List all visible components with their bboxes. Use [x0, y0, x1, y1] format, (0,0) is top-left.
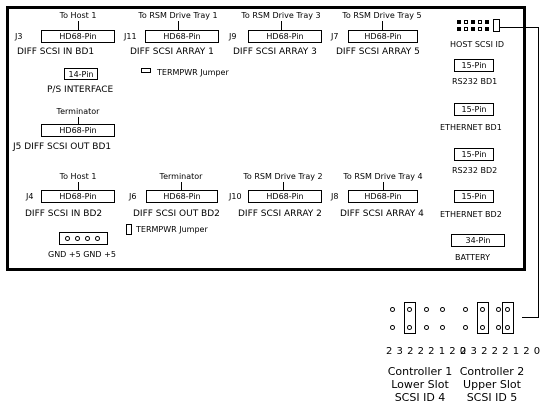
controller1-name: Controller 1 — [387, 365, 453, 378]
jack-label-j3: J3 — [15, 32, 23, 41]
controller2-scsi-id: SCSI ID 5 — [466, 391, 518, 404]
host-scsi-id-label: HOST SCSI ID — [450, 40, 504, 49]
connector-battery: 34-Pin — [451, 234, 505, 247]
dest-label-j7: To RSM Drive Tray 5 — [342, 11, 422, 20]
termpwr-jumper-bottom-label: TERMPWR Jumper — [136, 225, 208, 234]
ethernet-bd1-label: ETHERNET BD1 — [440, 123, 502, 132]
jack-label-j8: J8 — [331, 192, 339, 201]
connector-lead-j6 — [181, 182, 182, 190]
controller2-bit-labels: 2 3 2 2 2 1 2 0 — [460, 346, 541, 357]
connector-j8: HD68-Pin — [348, 190, 418, 203]
connector-j9: HD68-Pin — [248, 30, 322, 43]
dest-label-j8: To RSM Drive Tray 4 — [343, 172, 423, 181]
leader-line-bottom — [522, 317, 539, 318]
jack-label-j4: J4 — [26, 192, 34, 201]
connector-ethernet-bd1: 15-Pin — [454, 103, 494, 116]
connector-ps-interface: 14-Pin — [64, 68, 98, 80]
port-label-j5: J5 DIFF SCSI OUT BD1 — [13, 142, 112, 152]
connector-j3: HD68-Pin — [41, 30, 115, 43]
connector-lead-j11 — [178, 21, 179, 30]
port-label-j3: DIFF SCSI IN BD1 — [17, 47, 95, 57]
connector-lead-j5 — [78, 117, 79, 124]
dest-label-j9: To RSM Drive Tray 3 — [241, 11, 321, 20]
port-label-j6: DIFF SCSI OUT BD2 — [133, 209, 220, 219]
connector-lead-j4 — [78, 182, 79, 190]
battery-label: BATTERY — [455, 253, 490, 262]
rs232-bd2-label: RS232 BD2 — [452, 166, 498, 175]
controller-board — [6, 6, 526, 271]
controller1-scsi-id: SCSI ID 4 — [394, 391, 446, 404]
connector-lead-j10 — [283, 182, 284, 190]
ps-interface-label: P/S INTERFACE — [47, 85, 114, 95]
connector-lead-j7 — [382, 21, 383, 30]
connector-j4: HD68-Pin — [41, 190, 115, 203]
dest-label-j11: To RSM Drive Tray 1 — [138, 11, 218, 20]
leader-line-vertical — [538, 27, 539, 317]
jack-label-j6: J6 — [129, 192, 137, 201]
termpwr-jumper-top-label: TERMPWR Jumper — [157, 68, 229, 77]
power-connector — [59, 232, 108, 245]
connector-rs232-bd1: 15-Pin — [454, 59, 494, 72]
power-connector-label: GND +5 GND +5 — [48, 250, 116, 259]
ethernet-bd2-label: ETHERNET BD2 — [440, 210, 502, 219]
connector-lead-j8 — [383, 182, 384, 190]
controller2-caption: Controller 2 Upper Slot SCSI ID 5 — [452, 365, 532, 404]
connector-lead-j9 — [281, 21, 282, 30]
connector-j5: HD68-Pin — [41, 124, 115, 137]
controller1-slot: Lower Slot — [391, 378, 449, 391]
connector-lead-j3 — [78, 21, 79, 30]
dest-label-j4: To Host 1 — [59, 172, 97, 181]
connector-j10: HD68-Pin — [248, 190, 322, 203]
jack-label-j10: J10 — [229, 192, 242, 201]
connector-j11: HD68-Pin — [145, 30, 219, 43]
jack-label-j9: J9 — [229, 32, 237, 41]
termpwr-jumper-bottom — [126, 224, 132, 235]
port-label-j7: DIFF SCSI ARRAY 5 — [336, 47, 420, 57]
dest-label-j5: Terminator — [56, 107, 100, 116]
port-label-j8: DIFF SCSI ARRAY 4 — [340, 209, 424, 219]
controller2-name: Controller 2 — [459, 365, 525, 378]
leader-line-top — [500, 27, 538, 28]
port-label-j9: DIFF SCSI ARRAY 3 — [233, 47, 317, 57]
connector-j6: HD68-Pin — [146, 190, 218, 203]
connector-rs232-bd2: 15-Pin — [454, 148, 494, 161]
dest-label-j10: To RSM Drive Tray 2 — [243, 172, 323, 181]
connector-ethernet-bd2: 15-Pin — [454, 190, 494, 203]
controller2-slot: Upper Slot — [463, 378, 521, 391]
controller1-bit-labels: 2 3 2 2 2 1 2 0 — [386, 346, 467, 357]
dest-label-j3: To Host 1 — [59, 11, 97, 20]
termpwr-jumper-top — [141, 68, 151, 73]
rs232-bd1-label: RS232 BD1 — [452, 77, 498, 86]
dest-label-j6: Terminator — [159, 172, 203, 181]
jack-label-j11: J11 — [124, 32, 137, 41]
scsi-id-jumper-detail — [380, 300, 520, 340]
port-label-j10: DIFF SCSI ARRAY 2 — [238, 209, 322, 219]
host-scsi-id-header — [455, 19, 500, 32]
port-label-j4: DIFF SCSI IN BD2 — [25, 209, 103, 219]
jack-label-j7: J7 — [331, 32, 339, 41]
connector-j7: HD68-Pin — [348, 30, 418, 43]
controller1-caption: Controller 1 Lower Slot SCSI ID 4 — [380, 365, 460, 404]
port-label-j11: DIFF SCSI ARRAY 1 — [130, 47, 214, 57]
